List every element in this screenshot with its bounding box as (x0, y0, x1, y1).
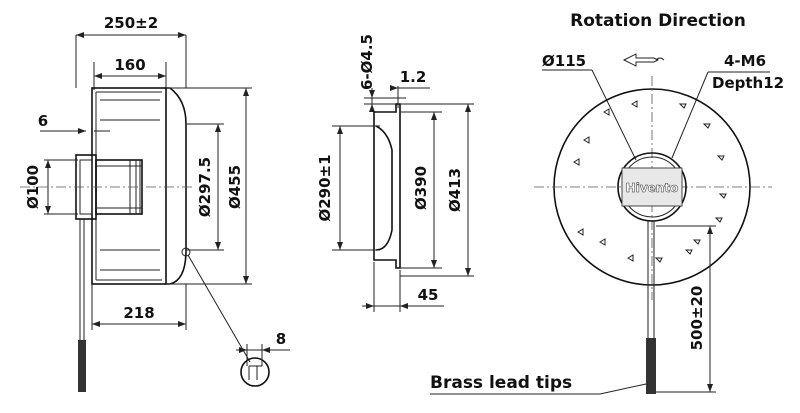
thread-spec: 4-M6 (724, 52, 766, 70)
dim-holes: 6-Ø4.5 (358, 34, 376, 90)
lead-tips-label: Brass lead tips (430, 373, 572, 393)
dim-center-dia: Ø115 (542, 52, 586, 70)
brand-logo: Hivento (626, 181, 679, 195)
front-view: Rotation Direction Ø115 4-M6 Depth12 Hiv… (430, 11, 784, 395)
side-view: 250±2 160 6 (20, 14, 290, 392)
dim-thickness: 1.2 (400, 68, 427, 86)
dim-overall-width: 250±2 (104, 14, 158, 32)
dim-inner-width: 160 (114, 56, 145, 74)
dim-depth: 45 (418, 286, 439, 304)
dim-base-width: 218 (123, 304, 154, 322)
dim-flange-offset: 6 (38, 112, 48, 130)
thread-depth: Depth12 (712, 74, 784, 92)
dim-inlet-dia: Ø297.5 (196, 157, 214, 217)
dim-detail-size: 8 (276, 330, 286, 348)
dim-outer-dia-section: Ø413 (446, 168, 464, 212)
dim-outer-dia: Ø455 (226, 165, 244, 209)
rotation-direction-title: Rotation Direction (570, 11, 746, 31)
dim-inner-dia: Ø290±1 (316, 154, 334, 221)
dim-lead-length: 500±20 (688, 286, 706, 351)
section-view: 6-Ø4.5 1.2 Ø290±1 Ø390 Ø413 (316, 34, 474, 312)
dim-mid-dia: Ø390 (412, 166, 430, 210)
rotation-arrow-icon (622, 53, 660, 67)
